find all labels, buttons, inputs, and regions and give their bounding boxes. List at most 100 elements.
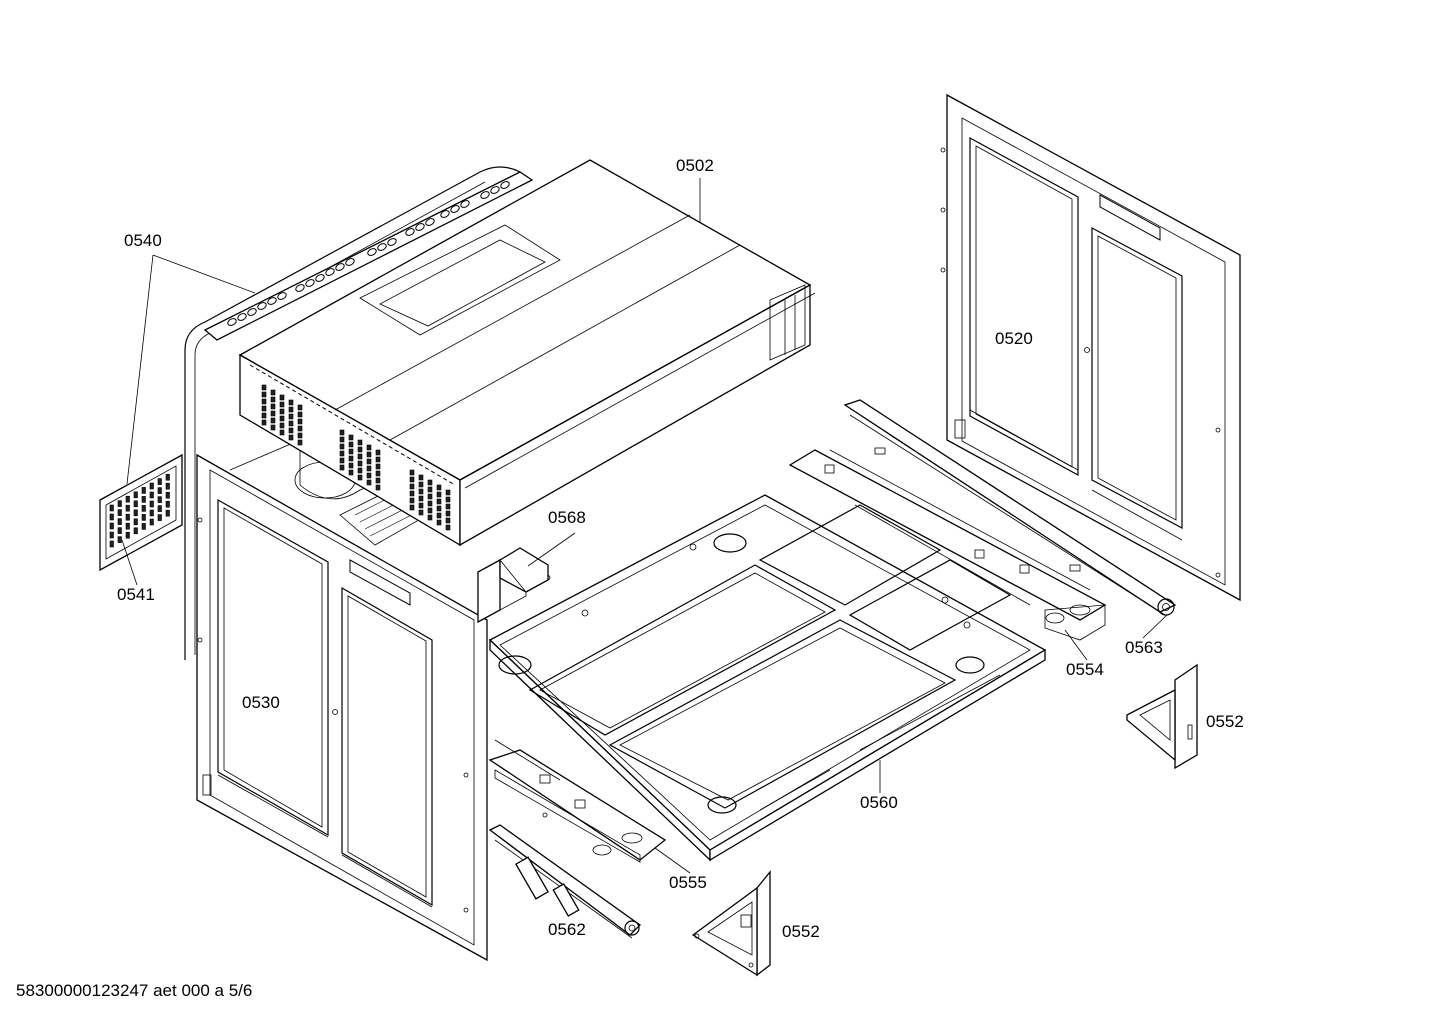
grille-slot <box>165 509 170 517</box>
grille-slot <box>133 527 138 535</box>
grille-slot <box>348 469 354 476</box>
vent-slot <box>415 223 425 231</box>
vent-slot <box>335 263 345 271</box>
grille-slot <box>288 399 294 406</box>
grille-slot <box>418 474 424 481</box>
grille-slot <box>117 509 122 516</box>
label-0530: 0530 <box>242 693 280 712</box>
part-0562-runner <box>488 824 642 939</box>
grille-slot <box>427 493 433 500</box>
vent-slot <box>405 228 415 236</box>
part-0552-bracket-lower <box>691 870 771 977</box>
part-0568-bracket <box>477 547 551 624</box>
grille-slot <box>288 427 294 434</box>
grille-slot <box>288 413 294 420</box>
label-0552-lower: 0552 <box>782 922 820 941</box>
grille-slot <box>339 450 345 457</box>
grille-slot <box>357 467 363 474</box>
vent-slot <box>277 292 287 300</box>
grille-slot <box>339 457 345 464</box>
grille-slot <box>357 453 363 460</box>
grille-slot <box>141 487 146 494</box>
label-0540: 0540 <box>124 231 162 250</box>
label-0541: 0541 <box>117 585 155 604</box>
grille-slot <box>436 505 442 512</box>
grille-slot <box>348 455 354 462</box>
grille-slot <box>375 456 381 463</box>
grille-slot <box>427 507 433 514</box>
grille-slot <box>117 527 122 534</box>
grille-slot <box>279 422 285 429</box>
grille-slot <box>288 420 294 427</box>
grille-slot <box>436 519 442 526</box>
grille-slot <box>133 500 138 508</box>
grille-slot <box>117 536 122 543</box>
grille-slot <box>133 491 138 499</box>
grille-slot <box>270 396 276 403</box>
vent-slot <box>490 186 500 194</box>
grille-slot <box>165 491 170 499</box>
label-0568: 0568 <box>548 508 586 527</box>
grille-slot <box>141 523 146 530</box>
grille-slot <box>149 491 154 499</box>
grille-slot <box>261 391 267 398</box>
vent-slot <box>460 200 470 208</box>
vent-slot <box>425 218 435 226</box>
label-0502: 0502 <box>676 156 714 175</box>
grille-slot <box>418 509 424 516</box>
grille-slot <box>165 500 170 508</box>
grille-slot <box>445 489 451 496</box>
grille-slot <box>297 418 303 425</box>
vent-slot <box>305 279 315 287</box>
grille-slot <box>339 436 345 443</box>
label-0552-upper: 0552 <box>1206 712 1244 731</box>
grille-slot <box>357 460 363 467</box>
part-0554-rail-right <box>788 449 1107 641</box>
grille-slot <box>297 411 303 418</box>
grille-slot <box>297 425 303 432</box>
grille-slot <box>279 415 285 422</box>
grille-slot <box>348 462 354 469</box>
grille-slot <box>375 449 381 456</box>
grille-slot <box>348 448 354 455</box>
grille-slot <box>427 514 433 521</box>
label-0563: 0563 <box>1125 638 1163 657</box>
vent-slot <box>480 191 490 199</box>
part-0530-front-left-panel <box>196 453 488 962</box>
grille-slot <box>141 514 146 521</box>
part-0555-rail-left <box>488 739 667 863</box>
grille-slot <box>427 500 433 507</box>
grille-slot <box>270 417 276 424</box>
grille-slot <box>357 446 363 453</box>
grille-slot <box>279 408 285 415</box>
vent-slot <box>450 205 460 213</box>
grille-slot <box>375 470 381 477</box>
vent-slot <box>387 238 397 246</box>
grille-slot <box>117 518 122 525</box>
part-0541-grille-panel <box>99 453 183 572</box>
grille-slot <box>445 517 451 524</box>
grille-slot <box>133 518 138 526</box>
vent-slot <box>247 308 257 316</box>
grille-slot <box>375 477 381 484</box>
grille-slot <box>141 505 146 512</box>
grille-slot <box>125 522 130 530</box>
grille-slot <box>279 429 285 436</box>
grille-slot <box>409 490 415 497</box>
vent-slot <box>267 297 277 305</box>
grille-slot <box>261 412 267 419</box>
grille-slot <box>409 497 415 504</box>
grille-slot <box>261 419 267 426</box>
grille-slot <box>141 496 146 503</box>
grille-slot <box>261 405 267 412</box>
grille-slot <box>149 500 154 508</box>
vent-slot <box>237 313 247 321</box>
grille-slot <box>445 524 451 531</box>
grille-slot <box>109 504 114 512</box>
grille-slot <box>261 398 267 405</box>
grille-slot <box>427 479 433 486</box>
grille-slot <box>297 432 303 439</box>
grille-slot <box>288 434 294 441</box>
